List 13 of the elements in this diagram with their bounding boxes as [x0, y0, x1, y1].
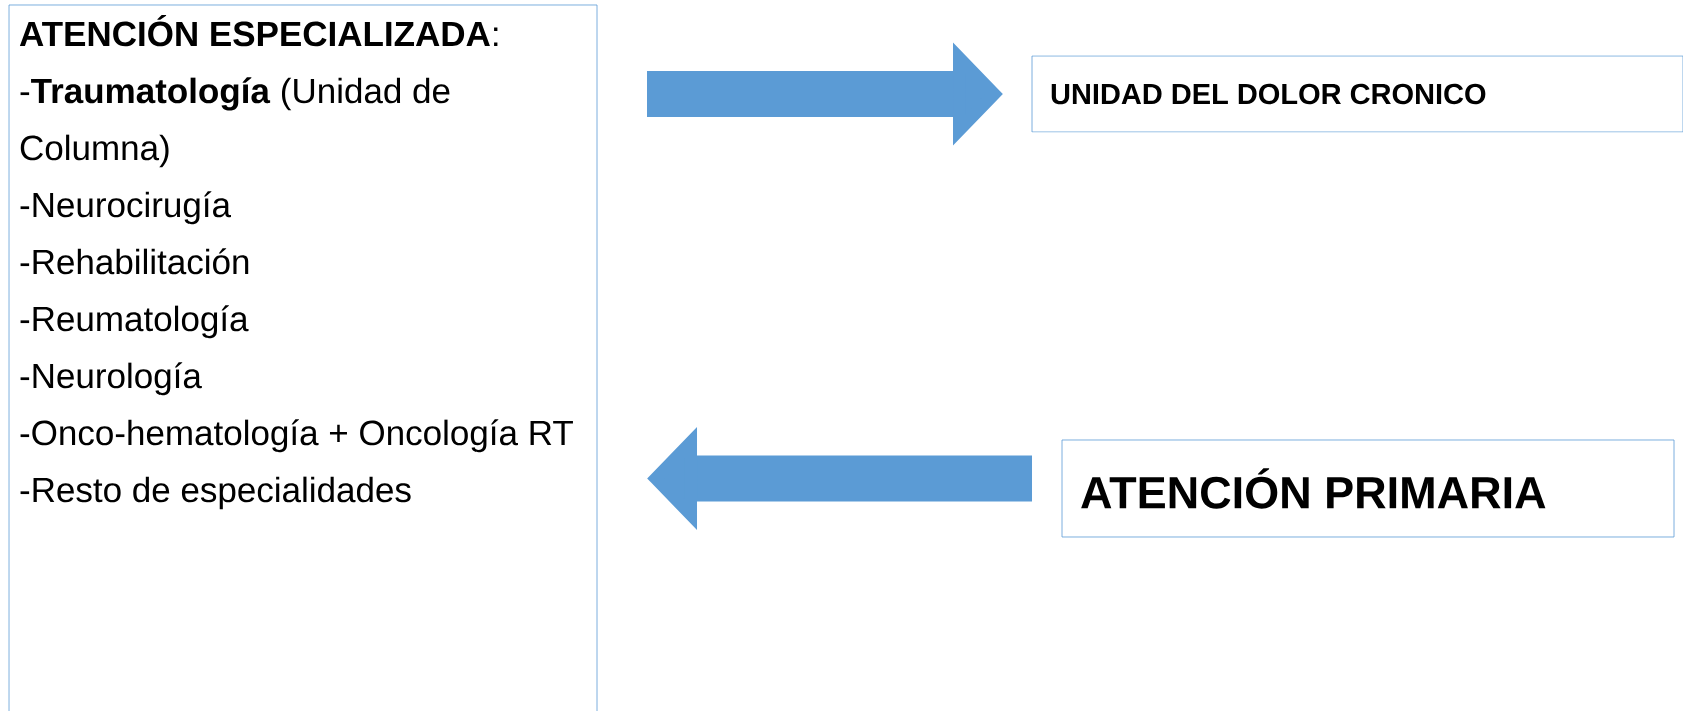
- list-item: -Neurología: [20, 362, 202, 396]
- box-label: UNIDAD DEL DOLOR CRONICO: [1051, 83, 1486, 105]
- text-box: [1031, 55, 1683, 133]
- list-item: -Traumatología (Unidad de Columna): [20, 77, 450, 168]
- list-item: -Onco-hematología + Oncología RT: [20, 419, 573, 453]
- box-label: ATENCIÓN PRIMARIA: [1081, 468, 1546, 509]
- text-box: [1061, 439, 1675, 538]
- list-item: -Reumatología: [20, 305, 249, 339]
- list-item: -Rehabilitación: [20, 248, 249, 275]
- heading: ATENCIÓN ESPECIALIZADA:: [19, 15, 498, 47]
- specialty-box: [8, 4, 598, 711]
- list-item: -Resto de especialidades: [20, 476, 411, 510]
- list-item: -Neurocirugía: [20, 191, 231, 225]
